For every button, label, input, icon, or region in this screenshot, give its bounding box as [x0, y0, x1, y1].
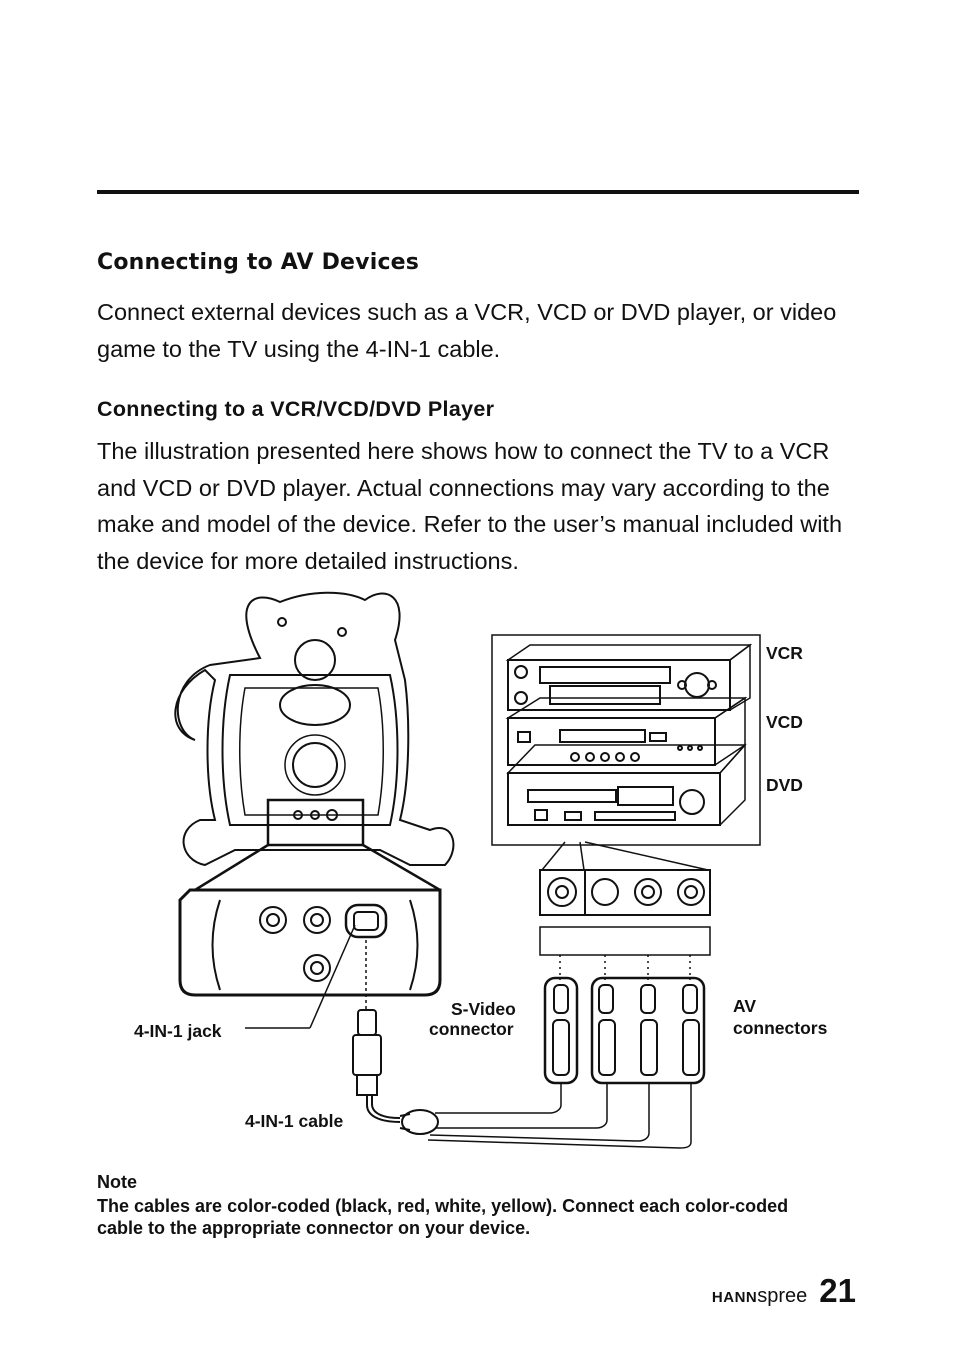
tv-illustration — [174, 591, 455, 867]
svideo-plug — [543, 976, 579, 1085]
av-ports — [584, 869, 711, 916]
connection-diagram: VCR VCD DVD 4-IN-1 jack 4-IN-1 cable S-V… — [134, 591, 828, 1149]
jack-panel — [178, 888, 442, 997]
dvd-device — [506, 743, 747, 826]
svideo-port — [539, 869, 586, 916]
vcr-device — [505, 643, 753, 711]
page-number: 21 — [819, 1272, 856, 1309]
av-plugs — [590, 976, 706, 1085]
label-4in1-cable: 4-IN-1 cable — [245, 1111, 343, 1131]
label-4in1-jack: 4-IN-1 jack — [134, 1021, 222, 1041]
note-body: The cables are color-coded (black, red, … — [97, 1196, 789, 1238]
label-svideo-1: S-Video — [451, 999, 516, 1019]
label-av-1: AV — [733, 996, 756, 1016]
page-footer: HANNspree 21 — [712, 1272, 856, 1310]
4in1-plug — [352, 1009, 382, 1096]
brand-spree: spree — [757, 1285, 808, 1307]
label-svideo-2: connector — [429, 1019, 514, 1039]
vcd-device — [505, 696, 748, 766]
subsection-title: Connecting to a VCR/VCD/DVD Player — [97, 397, 495, 421]
label-dvd: DVD — [766, 775, 803, 795]
label-av-2: connectors — [733, 1018, 828, 1038]
subsection-body: The illustration presented here shows ho… — [97, 438, 843, 574]
label-vcd: VCD — [766, 712, 803, 732]
section-intro: Connect external devices such as a VCR, … — [97, 299, 837, 362]
section-title: Connecting to AV Devices — [97, 250, 420, 275]
label-vcr: VCR — [766, 643, 803, 663]
header-rule — [97, 190, 859, 194]
note-title: Note — [97, 1172, 137, 1192]
brand-logo: HANNspree — [712, 1285, 807, 1308]
brand-hann: HANN — [711, 1289, 758, 1306]
